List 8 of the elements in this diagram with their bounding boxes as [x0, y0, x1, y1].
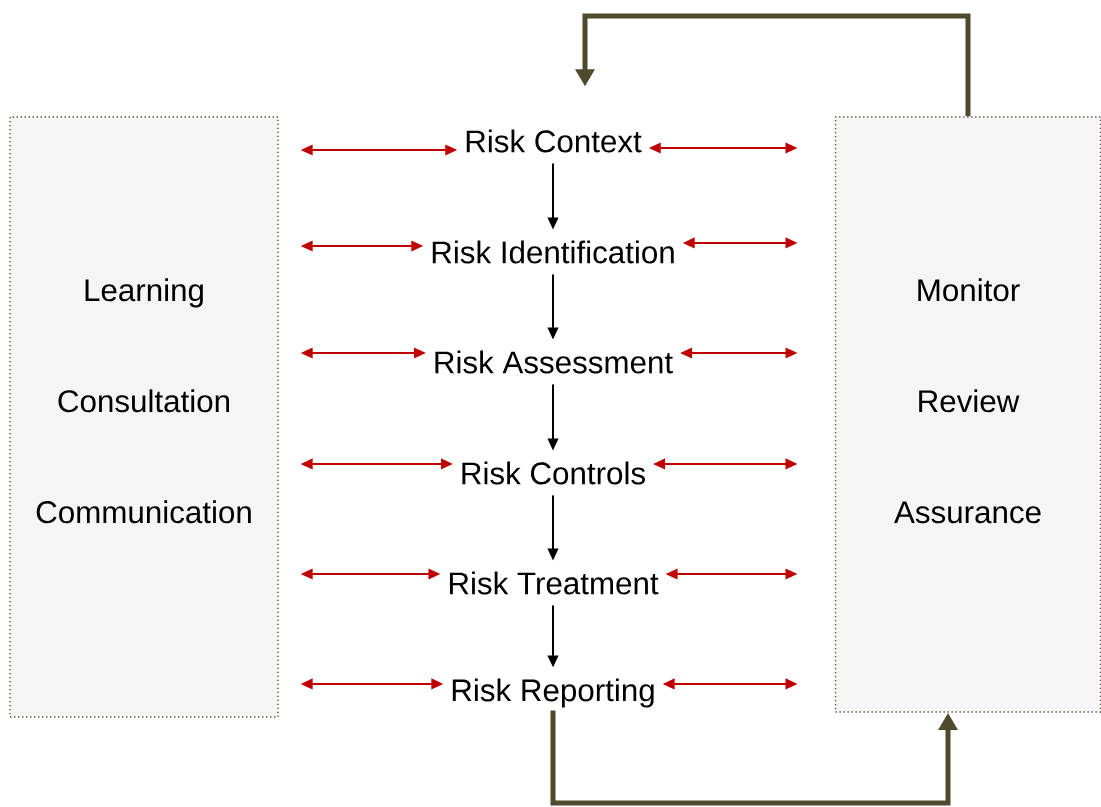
step-label: Risk Context — [466, 129, 642, 153]
step-label: Risk Identification — [432, 240, 674, 264]
step-label: Risk Controls — [462, 461, 645, 485]
step-label: Risk Treatment — [449, 571, 659, 595]
step-label: Risk Assessment — [435, 350, 673, 374]
side-panel: Learning Consultation Communication — [9, 116, 279, 718]
step-label: Risk Reporting — [452, 678, 654, 708]
side-panel: Monitor Review Assurance — [834, 116, 1101, 713]
